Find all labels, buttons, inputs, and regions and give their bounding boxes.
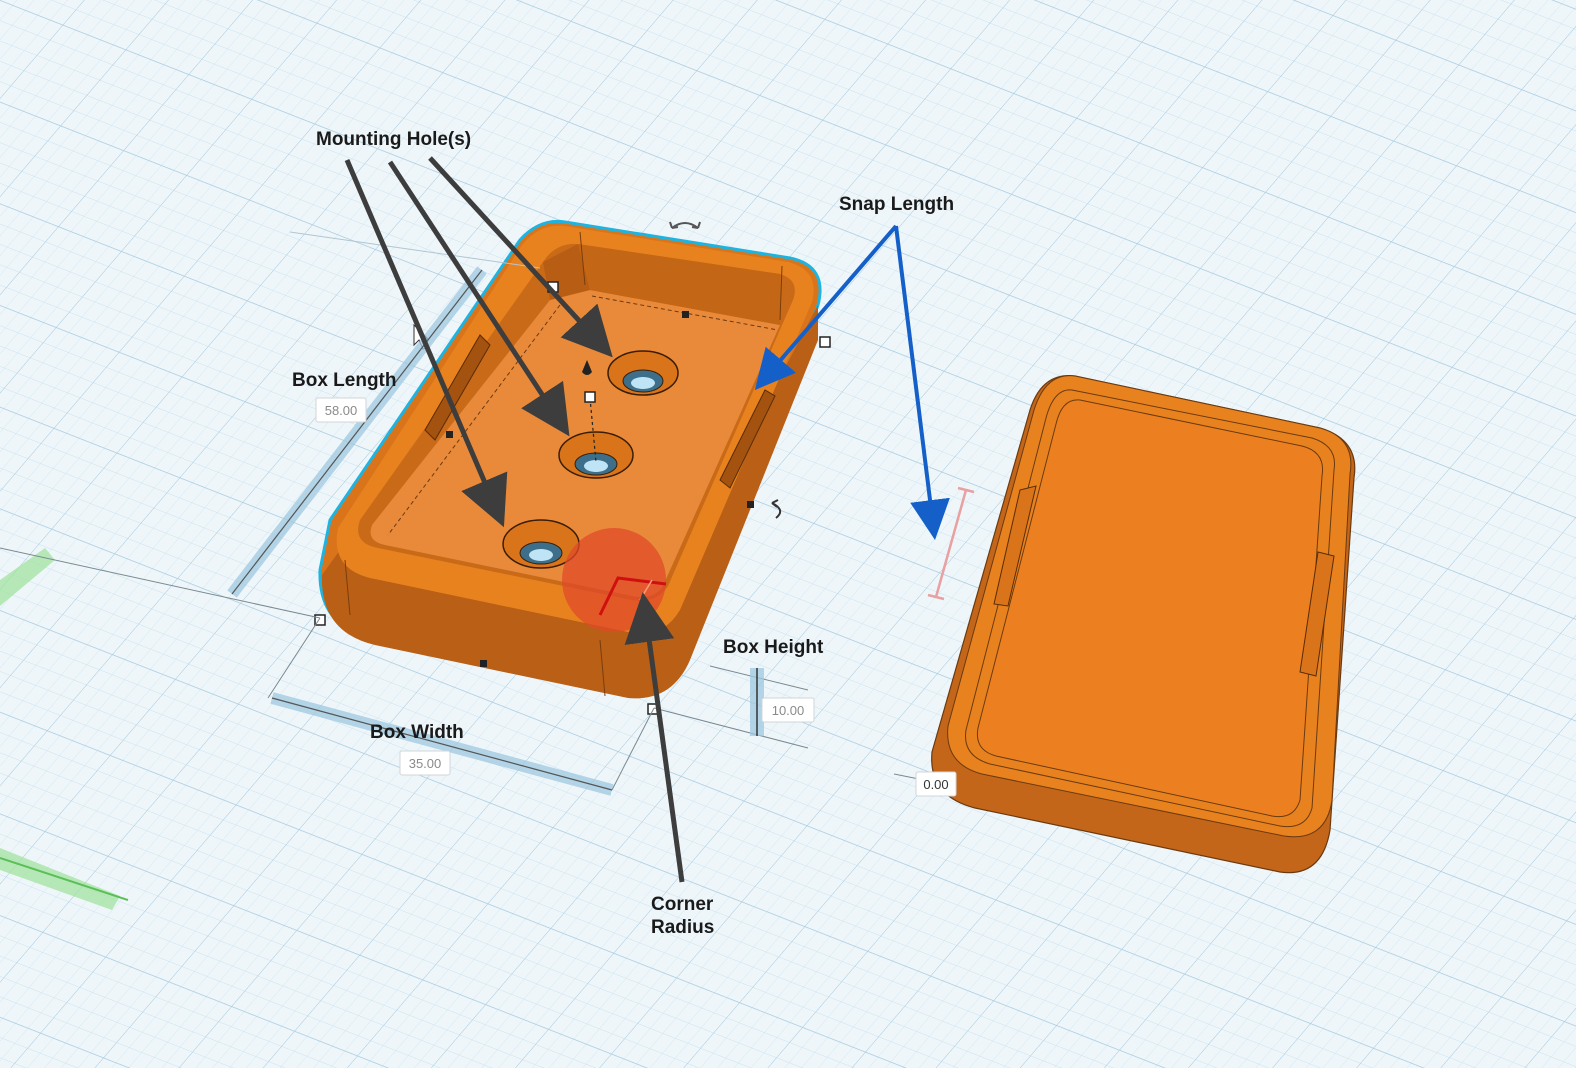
box-length-label: Box Length <box>292 370 397 391</box>
corner-radius-arrow <box>624 592 685 883</box>
elevation-value[interactable]: 0.00 <box>923 777 948 792</box>
mounting-holes-label: Mounting Hole(s) <box>316 129 471 150</box>
mounting-hole[interactable] <box>502 519 580 569</box>
corner-radius-indicator[interactable] <box>562 528 667 632</box>
box-length-value[interactable]: 58.00 <box>325 403 358 418</box>
axis-indicator <box>0 548 129 910</box>
corner-radius-label-line2: Radius <box>651 917 714 938</box>
box-height-value[interactable]: 10.00 <box>772 703 805 718</box>
snap-length-label: Snap Length <box>839 194 954 215</box>
rotate-arrow-icon[interactable] <box>771 499 782 519</box>
mounting-hole[interactable] <box>558 431 634 479</box>
mounting-hole-arrows <box>344 156 613 528</box>
box-height-dimension-field[interactable]: 10.00 <box>761 697 815 723</box>
resize-handle[interactable] <box>682 311 689 318</box>
corner-radius-label-line1: Corner <box>651 894 714 915</box>
resize-handle[interactable] <box>747 501 754 508</box>
rotate-arrow-icon[interactable] <box>669 221 701 229</box>
box-width-label: Box Width <box>370 722 464 743</box>
snap-length-arrows <box>754 224 950 540</box>
box-base-shape[interactable] <box>318 219 822 699</box>
box-length-dimension-field[interactable]: 58.00 <box>315 397 367 423</box>
resize-handle[interactable] <box>314 614 326 626</box>
resize-handle[interactable] <box>446 431 453 438</box>
box-height-label: Box Height <box>723 637 824 658</box>
height-handle[interactable] <box>584 391 596 403</box>
elevation-dimension-field[interactable]: 0.00 <box>915 771 957 797</box>
mounting-hole[interactable] <box>607 350 679 396</box>
resize-handle[interactable] <box>480 660 487 667</box>
resize-handle[interactable] <box>819 336 831 348</box>
lift-cone-icon[interactable] <box>582 360 592 375</box>
box-width-value[interactable]: 35.00 <box>409 756 442 771</box>
lid-shape[interactable] <box>931 375 1356 874</box>
box-width-dimension-field[interactable]: 35.00 <box>399 750 451 776</box>
dimension-guides <box>0 231 975 796</box>
